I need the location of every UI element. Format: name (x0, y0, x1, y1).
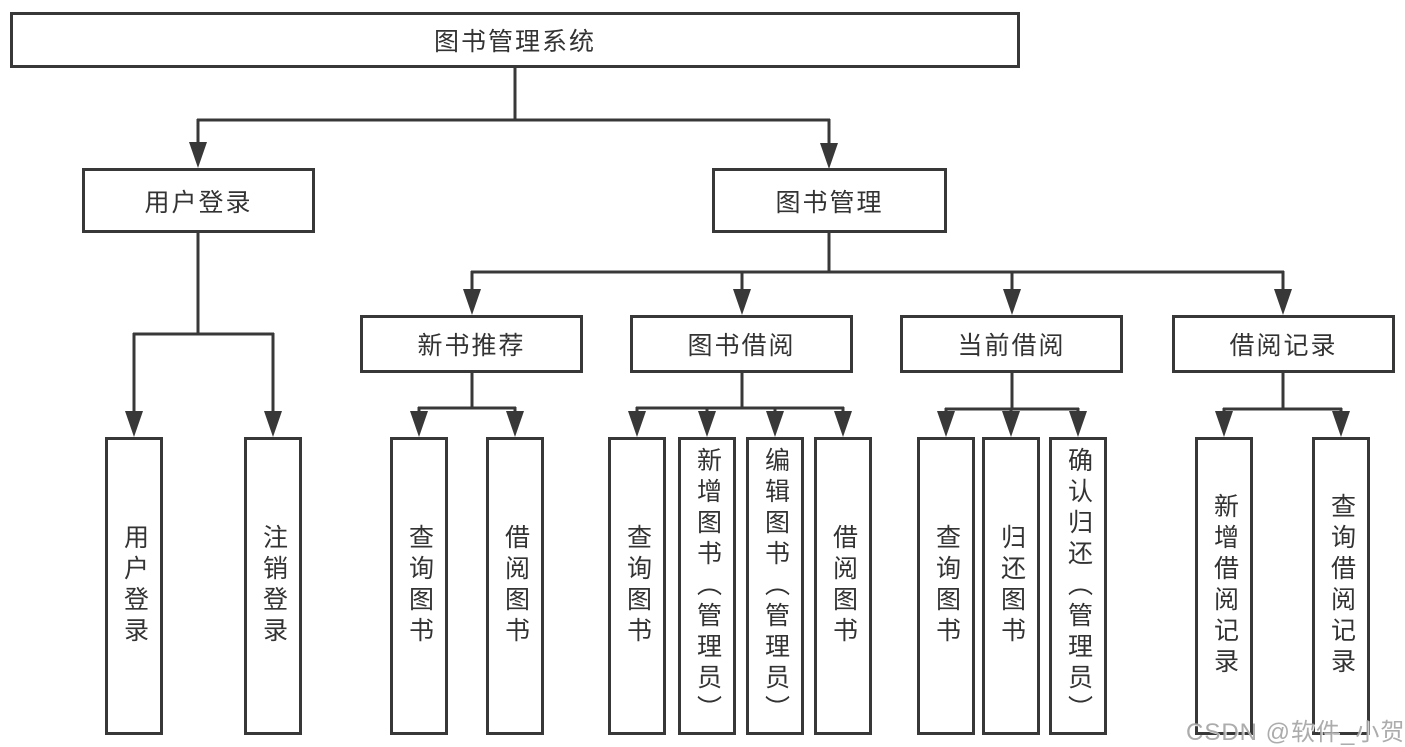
arrow-icon (820, 143, 838, 169)
leaf-add-borrow-record-label: 新增借阅记录 (1210, 493, 1239, 679)
arrow-icon (1215, 411, 1233, 437)
node-borrow-records: 借阅记录 (1172, 315, 1395, 373)
leaf-recommend-borrow-books-label: 借阅图书 (501, 524, 530, 648)
arrow-icon (628, 411, 646, 437)
leaf-return-books: 归还图书 (982, 437, 1040, 735)
leaf-borrow-borrow-books: 借阅图书 (814, 437, 872, 735)
edge-recommend-children (417, 371, 517, 414)
arrow-icon (463, 289, 481, 315)
leaf-add-books-admin: 新增图书（管理员） (678, 437, 736, 735)
node-root: 图书管理系统 (10, 12, 1020, 68)
arrow-icon (1069, 411, 1087, 437)
leaf-add-borrow-record: 新增借阅记录 (1195, 437, 1253, 735)
leaf-current-query-books-label: 查询图书 (932, 524, 961, 648)
edge-root-to-level2 (196, 66, 831, 147)
node-current-borrow: 当前借阅 (900, 315, 1123, 373)
leaf-logout-label: 注销登录 (259, 524, 288, 648)
connector-lines (132, 66, 1343, 414)
leaf-user-login-label: 用户登录 (120, 524, 149, 648)
leaf-borrow-borrow-books-label: 借阅图书 (829, 524, 858, 648)
leaf-edit-books-admin-label: 编辑图书（管理员） (761, 446, 790, 726)
arrow-icon (733, 289, 751, 315)
arrow-icon (937, 411, 955, 437)
edge-current-children (944, 371, 1080, 414)
node-book-borrow: 图书借阅 (630, 315, 853, 373)
leaf-logout: 注销登录 (244, 437, 302, 735)
node-user-login-label: 用户登录 (144, 188, 253, 217)
leaf-query-borrow-record: 查询借阅记录 (1312, 437, 1370, 735)
leaf-query-borrow-record-label: 查询借阅记录 (1327, 493, 1356, 679)
csdn-watermark: CSDN @软件_小贺同学 (1186, 719, 1405, 746)
leaf-user-login: 用户登录 (105, 437, 163, 735)
leaf-current-query-books: 查询图书 (917, 437, 975, 735)
leaf-edit-books-admin: 编辑图书（管理员） (746, 437, 804, 735)
node-current-borrow-label: 当前借阅 (957, 332, 1066, 360)
node-user-login: 用户登录 (82, 168, 315, 233)
arrow-icon (189, 142, 207, 168)
edge-manage-to-level3 (470, 231, 1285, 293)
arrow-icon (506, 411, 524, 437)
node-book-borrow-label: 图书借阅 (687, 332, 796, 360)
arrowheads (125, 142, 1350, 437)
edge-login-children (132, 230, 275, 414)
edge-borrow-children (635, 371, 845, 414)
leaf-borrow-query-books-label: 查询图书 (623, 524, 652, 648)
leaf-add-books-admin-label: 新增图书（管理员） (693, 446, 722, 726)
node-borrow-records-label: 借阅记录 (1229, 332, 1338, 360)
node-new-book-recommend: 新书推荐 (360, 315, 583, 373)
arrow-icon (125, 411, 143, 437)
arrow-icon (264, 411, 282, 437)
leaf-return-books-label: 归还图书 (997, 524, 1026, 648)
node-book-management-label: 图书管理 (775, 188, 884, 217)
arrow-icon (1002, 411, 1020, 437)
leaf-recommend-borrow-books: 借阅图书 (486, 437, 544, 735)
node-root-label: 图书管理系统 (433, 28, 596, 56)
node-book-management: 图书管理 (712, 168, 947, 233)
arrow-icon (410, 411, 428, 437)
node-new-book-recommend-label: 新书推荐 (417, 332, 526, 360)
leaf-confirm-return-admin: 确认归还（管理员） (1049, 437, 1107, 735)
arrow-icon (1274, 289, 1292, 315)
arrow-icon (1332, 411, 1350, 437)
arrow-icon (1003, 289, 1021, 315)
edge-records-children (1222, 371, 1343, 414)
arrow-icon (766, 411, 784, 437)
leaf-confirm-return-admin-label: 确认归还（管理员） (1064, 446, 1093, 726)
arrow-icon (834, 411, 852, 437)
leaf-borrow-query-books: 查询图书 (608, 437, 666, 735)
arrow-icon (698, 411, 716, 437)
leaf-recommend-query-books: 查询图书 (390, 437, 448, 735)
leaf-recommend-query-books-label: 查询图书 (405, 524, 434, 648)
